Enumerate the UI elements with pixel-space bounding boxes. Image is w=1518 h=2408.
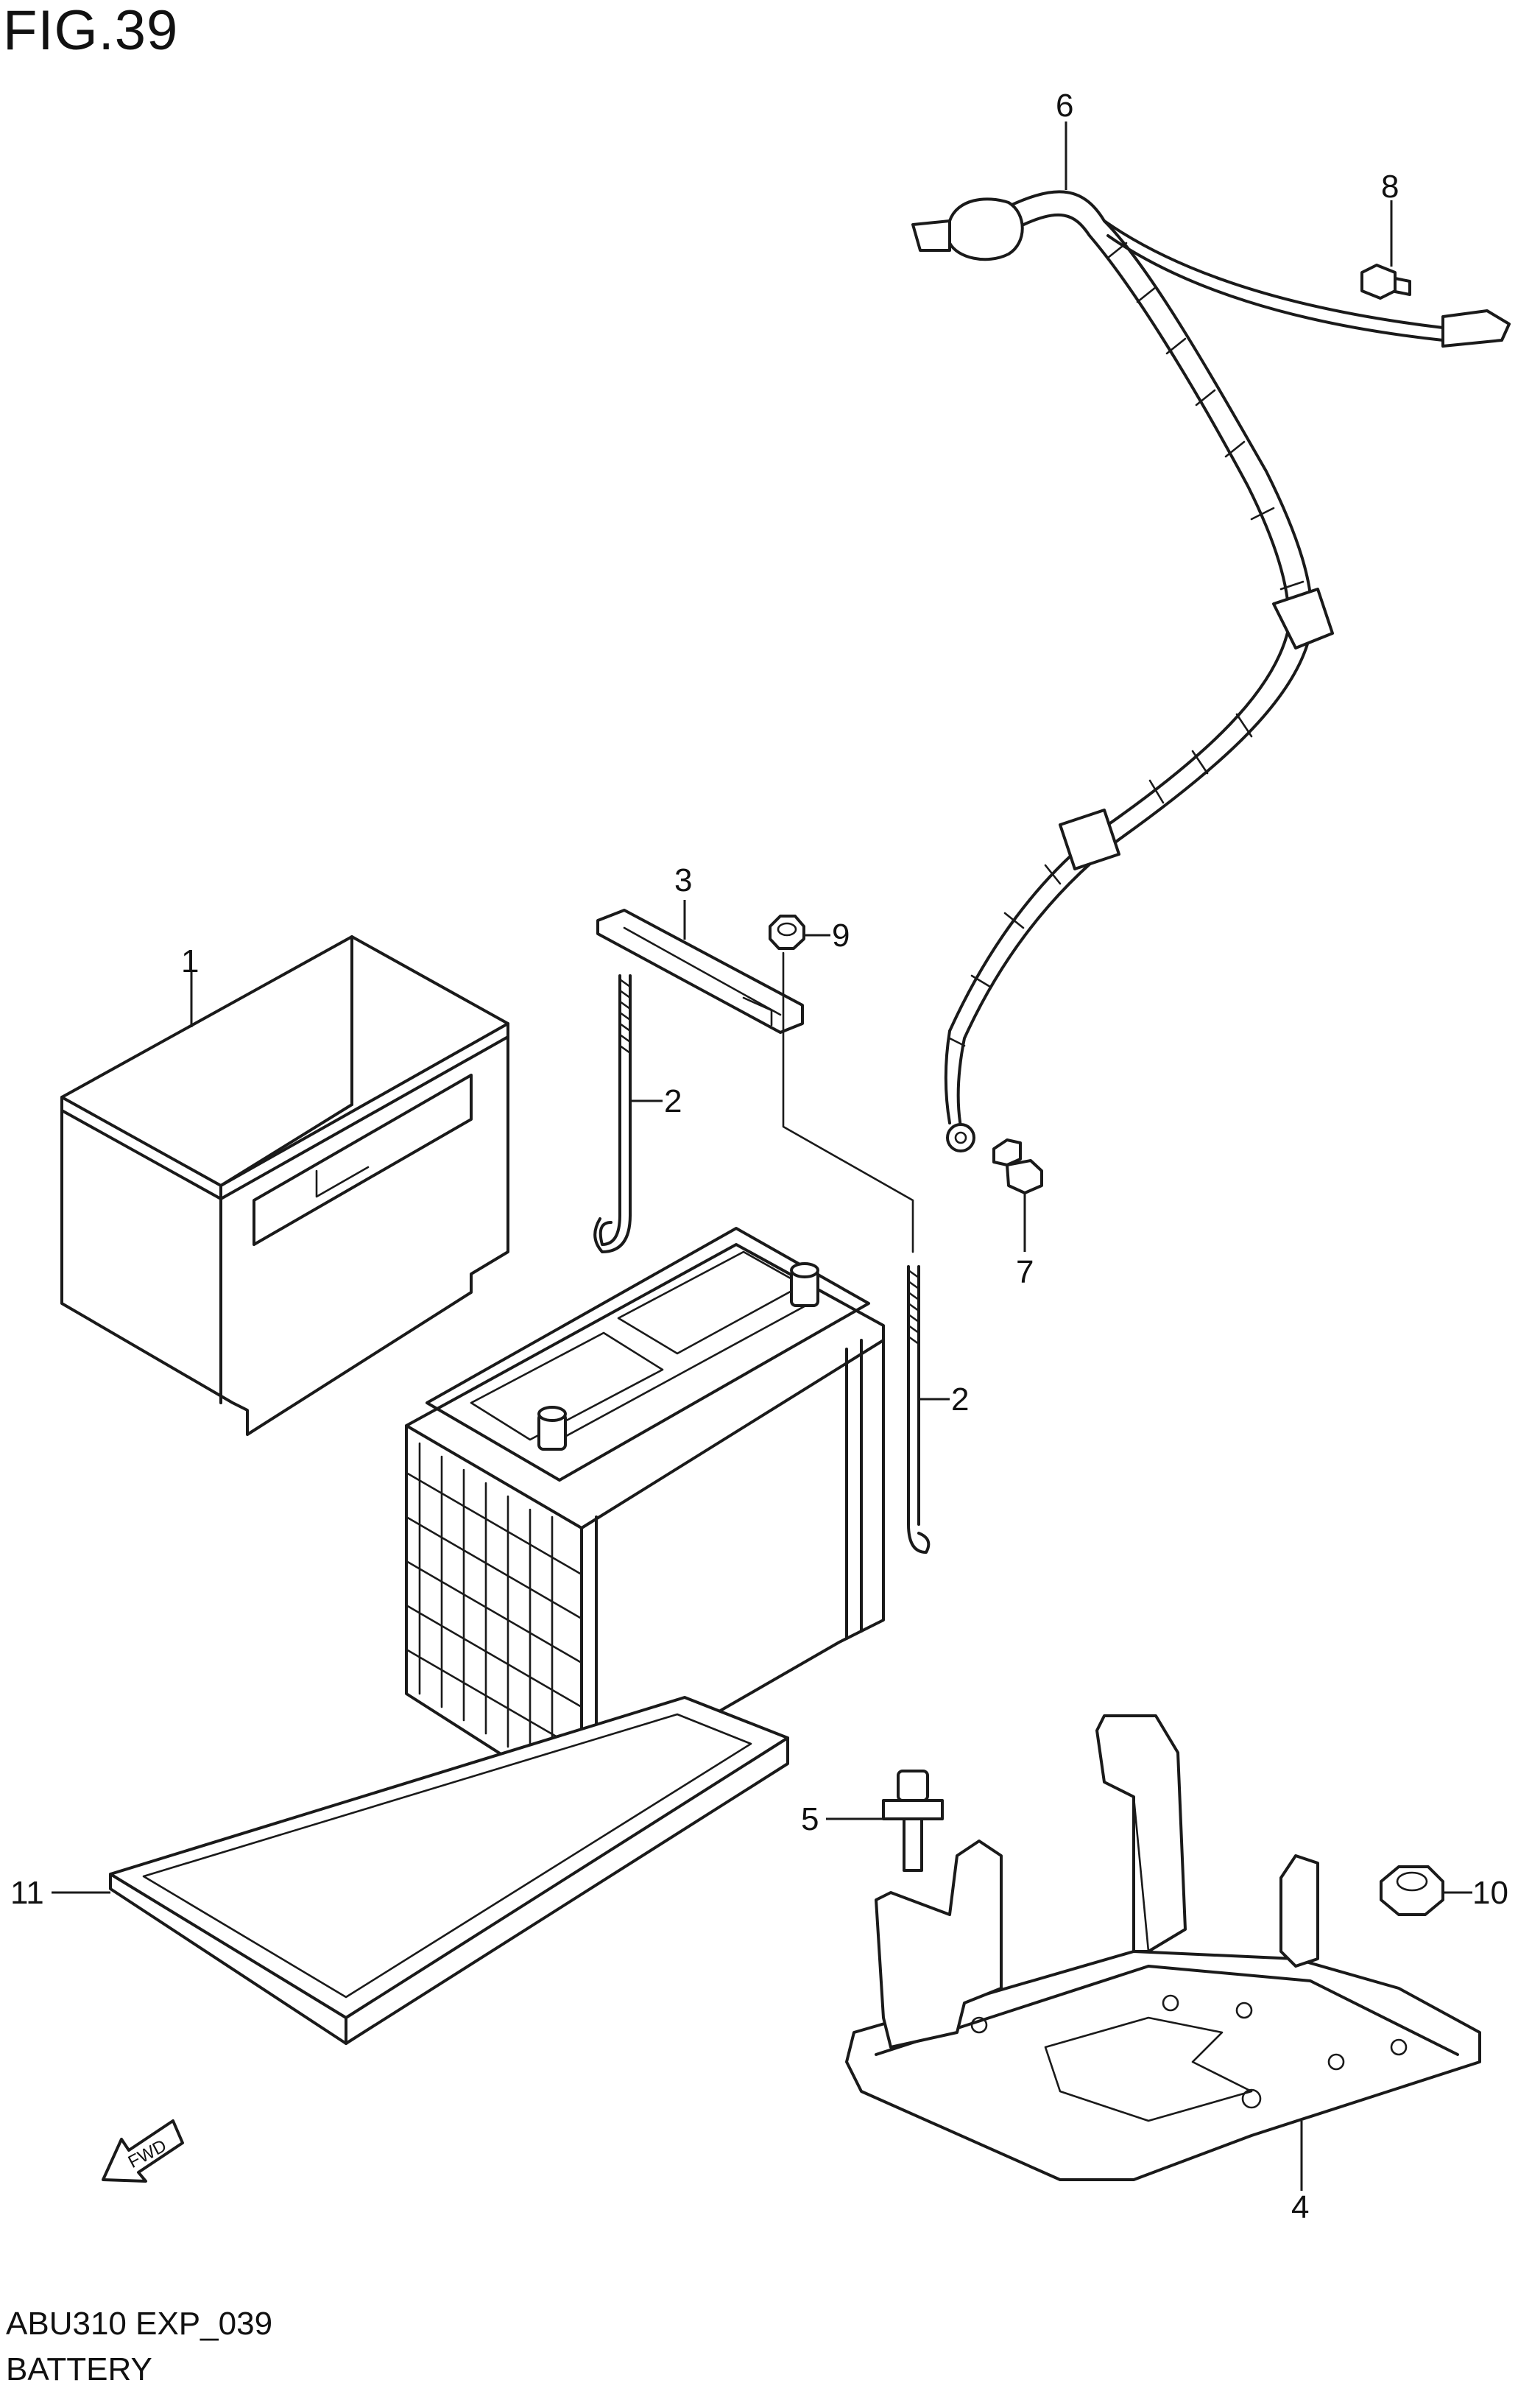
part-bolt-5 [882,1770,944,1872]
callout-3: 3 [674,862,692,898]
model-code: ABU310 EXP_039 [6,2306,273,2342]
part-battery-cover [60,935,509,1436]
fwd-direction-arrow: FWD [102,2119,184,2183]
part-nut-9 [769,915,805,950]
part-bolt-7 [992,1138,1043,1194]
part-battery [405,1227,885,1784]
figure-title: FIG.39 [3,0,179,62]
callout-7: 7 [1016,1254,1034,1290]
callout-1: 1 [181,943,199,979]
part-hold-down-rod-right [907,1265,931,1554]
callout-4: 4 [1291,2189,1309,2225]
callout-5: 5 [801,1801,819,1837]
section-name: BATTERY [6,2351,152,2387]
part-bolt-8 [1360,264,1411,300]
callout-9: 9 [832,918,850,954]
part-battery-cable [911,190,1511,1152]
callout-8: 8 [1381,169,1399,205]
part-hold-down-rod-left [593,974,632,1253]
callout-2a: 2 [664,1083,682,1119]
connection-line-clamp [782,951,914,1253]
callout-11: 11 [10,1875,44,1911]
callout-6: 6 [1056,88,1073,124]
part-battery-tray [109,1696,789,2045]
part-battery-clamp [596,909,804,1034]
callout-10: 10 [1472,1875,1508,1911]
part-nut-10 [1380,1865,1444,1916]
callout-2b: 2 [951,1381,969,1418]
part-battery-holder [845,1714,1481,2181]
